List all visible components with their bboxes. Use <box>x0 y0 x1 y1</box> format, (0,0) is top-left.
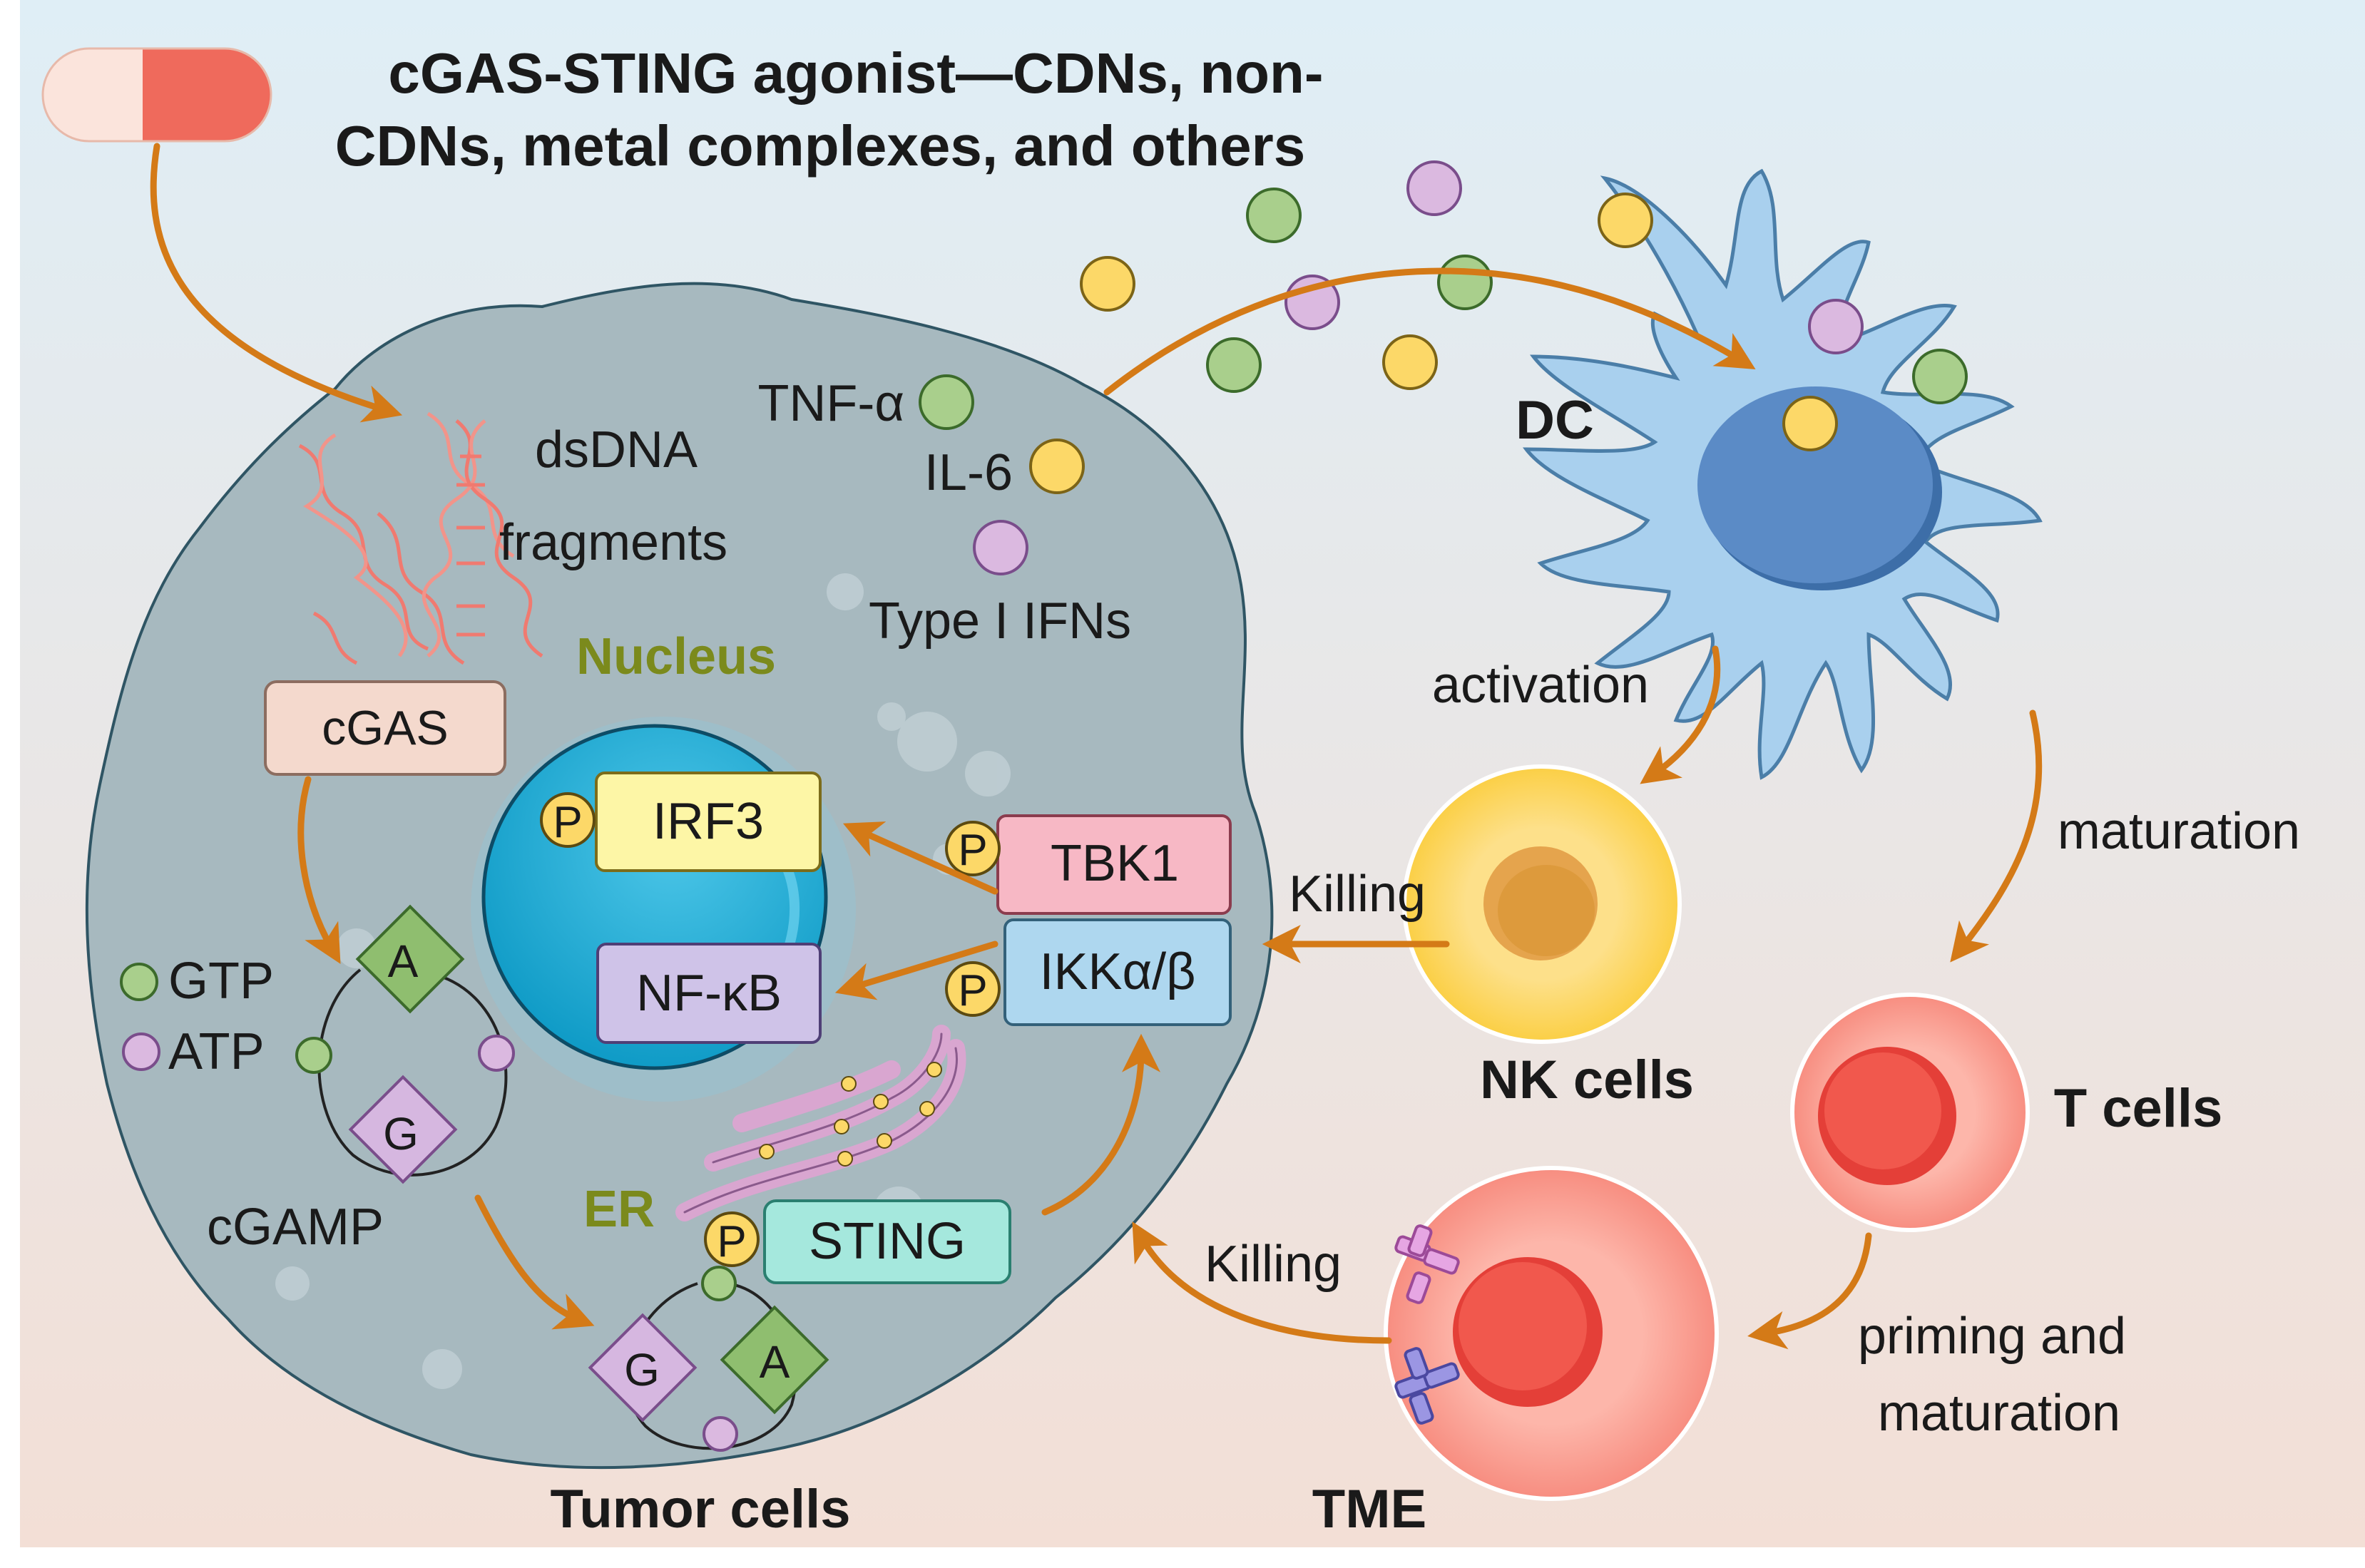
sting-to-ikk-arrow <box>1041 1033 1160 1216</box>
irf3-box: IRF3 <box>595 772 822 872</box>
cgamp-synthesis: A G GTP ATP cGAMP <box>120 904 515 1256</box>
dc-label: DC <box>1516 390 1594 451</box>
svg-text:P: P <box>717 1217 746 1266</box>
title-line2: CDNs, metal complexes, and others <box>335 114 1305 178</box>
pathway-arrows <box>150 143 2043 1350</box>
tcr-receptor-icon <box>1394 1224 1460 1425</box>
svg-text:A: A <box>388 936 419 987</box>
svg-text:A: A <box>760 1336 790 1388</box>
t-killing-arrow <box>1132 1221 1392 1344</box>
ikk-to-nfkb-arrow <box>834 941 998 1000</box>
tbk1-box: TBK1 <box>996 814 1232 915</box>
cgamp-sting-complex: G A <box>588 1266 829 1452</box>
tbk1-phospho: P <box>945 821 1001 876</box>
svg-text:P: P <box>958 826 987 875</box>
sting-phospho: P <box>704 1211 760 1267</box>
er-icon <box>675 1025 966 1221</box>
atp-legend-dot <box>122 1032 160 1071</box>
activation-label: activation <box>1432 657 1649 714</box>
atp-label: ATP <box>168 1023 265 1080</box>
tme-label: TME <box>1312 1479 1426 1539</box>
dc-ifn-dot <box>1808 299 1864 354</box>
nfkb-box: NF-κB <box>596 943 822 1044</box>
irf3-phospho: P <box>540 792 596 848</box>
ikk-phospho: P <box>945 961 1001 1017</box>
ikk-box: IKKα/β <box>1003 918 1232 1026</box>
adenine-diamond-bound: A <box>720 1305 829 1415</box>
il6-dot <box>1029 439 1085 494</box>
cytokine-to-dc-arrow <box>1103 267 1756 396</box>
guanine-diamond: G <box>348 1075 458 1184</box>
svg-text:G: G <box>624 1344 660 1395</box>
dsdna-fragments-icon <box>298 411 543 665</box>
priming-arrow <box>1747 1232 1872 1350</box>
t-killing-label: Killing <box>1205 1236 1342 1293</box>
svg-text:P: P <box>958 966 987 1015</box>
tbk1-to-irf3-arrow <box>842 821 998 895</box>
dc-il6-dot <box>1782 396 1838 451</box>
atp-dot <box>478 1035 515 1072</box>
nk-killing-label: Killing <box>1289 866 1426 923</box>
svg-text:P: P <box>553 798 582 847</box>
dc-nucleus <box>1697 386 1942 590</box>
cgas-box: cGAS <box>264 680 506 776</box>
drug-capsule-icon <box>41 47 272 143</box>
dc-maturation-arrow <box>1950 709 2043 963</box>
svg-text:NF-κB: NF-κB <box>636 965 782 1022</box>
cgas-label: cGAS <box>322 701 449 755</box>
effector-t-cell <box>1384 1166 1719 1501</box>
tnf-label: TNF-α <box>757 375 904 432</box>
dc-tnf-dot <box>1912 349 1968 404</box>
il6-label: IL-6 <box>924 444 1013 501</box>
title-line1: cGAS-STING agonist—CDNs, non- <box>388 41 1323 105</box>
cgamp-label: cGAMP <box>207 1199 384 1256</box>
ifn-dot <box>973 520 1028 575</box>
cgamp-to-sting-arrow <box>474 1194 595 1330</box>
gtp-legend-dot <box>120 963 158 1001</box>
dc-activation-arrow <box>1640 645 1721 784</box>
priming-label-line1: priming and <box>1858 1308 2126 1365</box>
er-label: ER <box>583 1181 655 1238</box>
tumor-cells-label: Tumor cells <box>551 1479 851 1539</box>
maturation-label: maturation <box>2058 803 2300 860</box>
svg-text:TBK1: TBK1 <box>1051 835 1179 892</box>
gtp-dot <box>295 1037 332 1074</box>
guanine-diamond-bound: G <box>588 1313 698 1423</box>
agonist-entry-arrow <box>150 143 403 423</box>
adenine-diamond: A <box>355 904 465 1014</box>
nucleus-label: Nucleus <box>576 628 776 685</box>
t-cells-label: T cells <box>2054 1078 2223 1139</box>
dsdna-label-line1: dsDNA <box>535 421 698 478</box>
nk-label: NK cells <box>1480 1050 1694 1110</box>
cgas-to-cgamp-arrow <box>297 776 341 964</box>
svg-text:IRF3: IRF3 <box>653 793 764 850</box>
svg-text:IKKα/β: IKKα/β <box>1039 943 1195 1000</box>
gtp-label: GTP <box>168 953 274 1010</box>
svg-text:STING: STING <box>809 1213 966 1270</box>
sting-box: STING <box>763 1199 1011 1284</box>
priming-label-line2: maturation <box>1878 1385 2120 1442</box>
svg-text:G: G <box>383 1108 419 1159</box>
title: cGAS-STING agonist—CDNs, non- CDNs, meta… <box>335 41 1324 178</box>
t-cell: T cells <box>1790 993 2223 1232</box>
tnf-dot <box>919 374 974 430</box>
nk-cell: NK cells <box>1402 764 1694 1110</box>
ifn-label: Type I IFNs <box>869 593 1131 650</box>
dsdna-label-line2: fragments <box>499 514 727 571</box>
